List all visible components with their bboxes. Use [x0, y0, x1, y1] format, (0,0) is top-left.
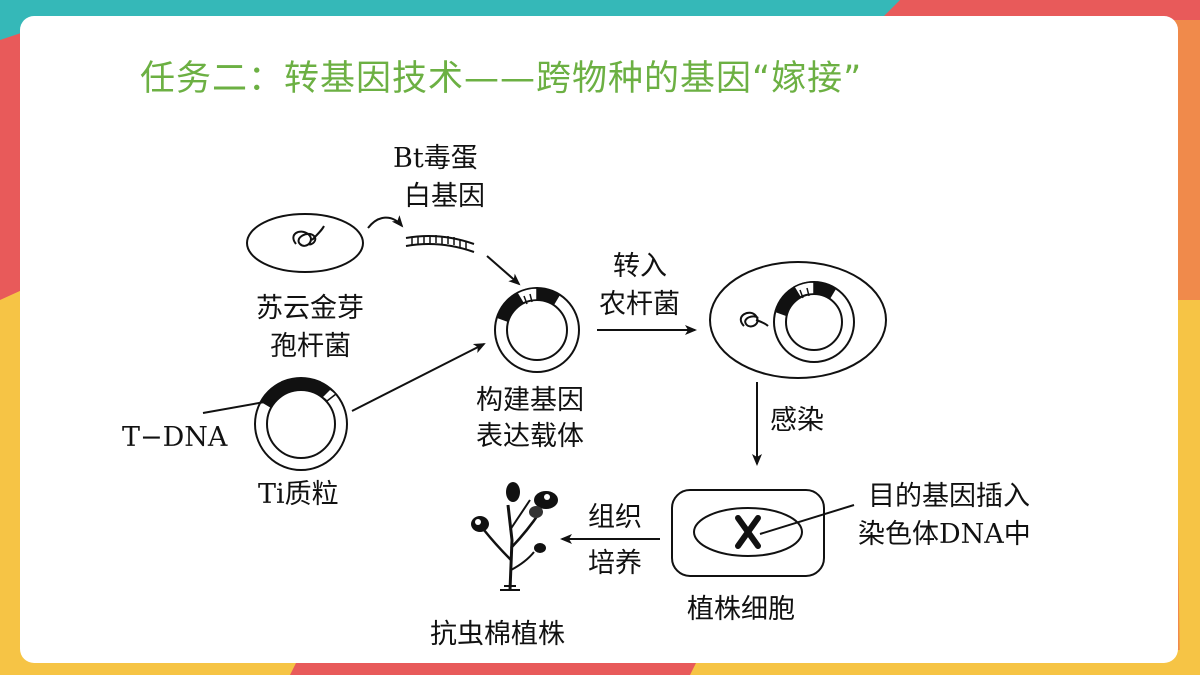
- insertion-pointer: [759, 504, 855, 535]
- recombinant-vector: [494, 287, 580, 373]
- insert-label-line1: 目的基因插入: [868, 481, 1030, 512]
- vector-label-line2: 表达载体: [476, 421, 584, 452]
- ti-plasmid-label: Ti质粒: [258, 479, 339, 510]
- plant-cell: [671, 489, 825, 577]
- infect-label: 感染: [770, 405, 824, 436]
- culture-label-line1: 组织: [588, 502, 642, 533]
- bt-gene-label-line2: 白基因: [404, 181, 485, 212]
- t-dna-label: T−DNA: [122, 422, 228, 453]
- vector-label-line1: 构建基因: [476, 385, 584, 416]
- agrobacterium-cell: [709, 261, 887, 379]
- bt-gene-label-line1: Bt毒蛋: [393, 143, 478, 174]
- plant-cell-label: 植株细胞: [687, 594, 795, 625]
- t-dna-pointer: [202, 399, 277, 414]
- transfer-label-line2: 农杆菌: [599, 289, 680, 320]
- bacillus-label-line1: 苏云金芽: [256, 293, 364, 324]
- insert-label-line2: 染色体DNA中: [858, 519, 1031, 550]
- gene-to-vector-arrow: [486, 255, 521, 286]
- plasmid-to-vector-arrow: [351, 343, 486, 412]
- cotton-plant-icon: [471, 482, 558, 591]
- slide-card: [20, 16, 1178, 663]
- transfer-label-line1: 转入: [613, 251, 667, 282]
- bt-gene-fragment: [405, 235, 475, 253]
- slide-title: 任务二：转基因技术——跨物种的基因“嫁接”: [140, 59, 863, 99]
- extract-gene-arrow: [367, 215, 404, 229]
- bacillus-cell: [246, 213, 364, 273]
- cotton-label: 抗虫棉植株: [430, 619, 565, 650]
- bacillus-label-line2: 孢杆菌: [270, 331, 351, 362]
- ti-plasmid: [254, 377, 348, 471]
- culture-label-line2: 培养: [588, 548, 642, 579]
